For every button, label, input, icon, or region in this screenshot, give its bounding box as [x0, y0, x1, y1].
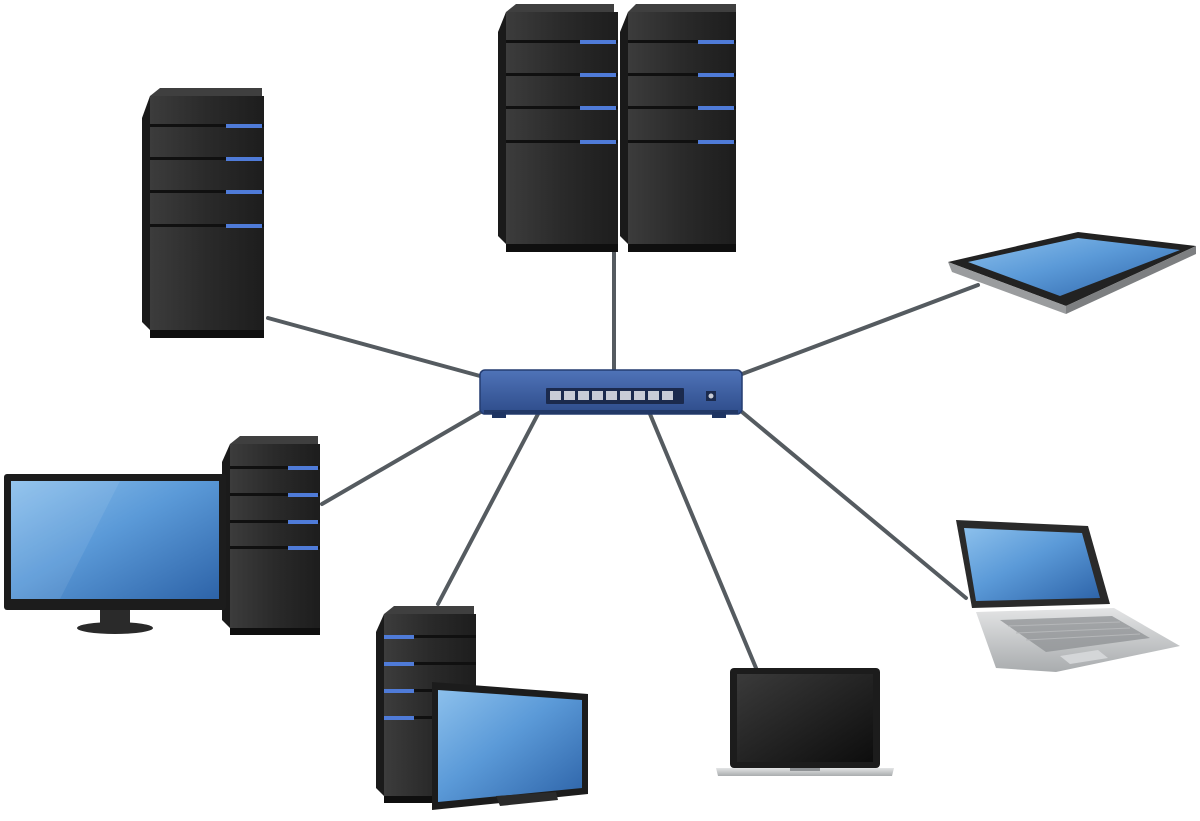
server-left — [142, 88, 264, 338]
switch-ports — [550, 391, 673, 400]
cable-convertible-laptop — [740, 410, 968, 600]
server-cluster-top — [498, 4, 736, 252]
tablet — [948, 232, 1196, 314]
cable-tablet — [740, 283, 980, 376]
network-switch — [479, 369, 743, 418]
cable-laptop — [648, 412, 758, 670]
desktop-left — [4, 436, 320, 635]
convertible-laptop — [956, 520, 1180, 672]
cable-server-left — [266, 316, 482, 378]
cables — [266, 248, 980, 670]
desktop-bottom — [376, 606, 588, 810]
laptop — [716, 668, 894, 776]
cable-desktop-bottom — [436, 412, 540, 606]
cable-desktop-left — [320, 408, 486, 506]
